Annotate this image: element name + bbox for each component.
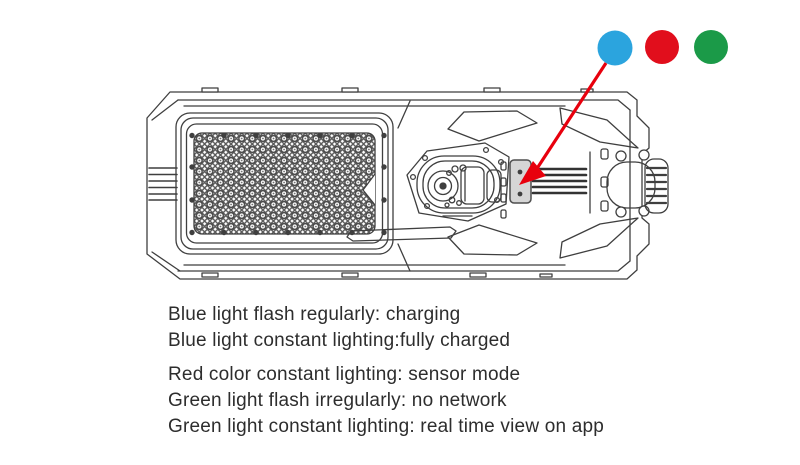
indicator-led-top bbox=[517, 169, 523, 175]
heat-fins bbox=[148, 167, 178, 201]
led-lattice bbox=[193, 132, 376, 235]
vent-grille bbox=[531, 167, 588, 195]
instruction-green-constant: Green light constant lighting: real time… bbox=[168, 416, 605, 437]
panel-screws bbox=[189, 132, 387, 236]
green-status-dot bbox=[694, 30, 728, 64]
instruction-gap bbox=[168, 354, 604, 362]
status-instructions: Blue light flash regularly: charging Blu… bbox=[168, 302, 604, 440]
camera-lens-icon bbox=[427, 170, 459, 202]
instruction-red-constant: Red color constant lighting: sensor mode bbox=[168, 364, 521, 385]
mount-bracket bbox=[600, 148, 669, 218]
led-panel bbox=[175, 112, 394, 255]
instruction-green-flash: Green light flash irregularly: no networ… bbox=[168, 390, 507, 411]
body-contour-accents bbox=[346, 100, 639, 272]
device-body-outline bbox=[146, 87, 650, 280]
instruction-blue-flash: Blue light flash regularly: charging bbox=[168, 304, 461, 325]
indicator-led-bottom bbox=[517, 191, 523, 197]
status-dot-legend bbox=[597, 30, 728, 66]
instruction-blue-constant: Blue light constant lighting:fully charg… bbox=[168, 330, 511, 351]
blue-status-dot bbox=[597, 30, 633, 66]
red-status-dot bbox=[645, 30, 679, 64]
camera-module bbox=[406, 142, 510, 222]
connector-blocks bbox=[500, 161, 507, 219]
pointer-arrow bbox=[519, 62, 608, 185]
mount-ribs bbox=[645, 166, 668, 205]
status-indicator bbox=[509, 159, 532, 204]
